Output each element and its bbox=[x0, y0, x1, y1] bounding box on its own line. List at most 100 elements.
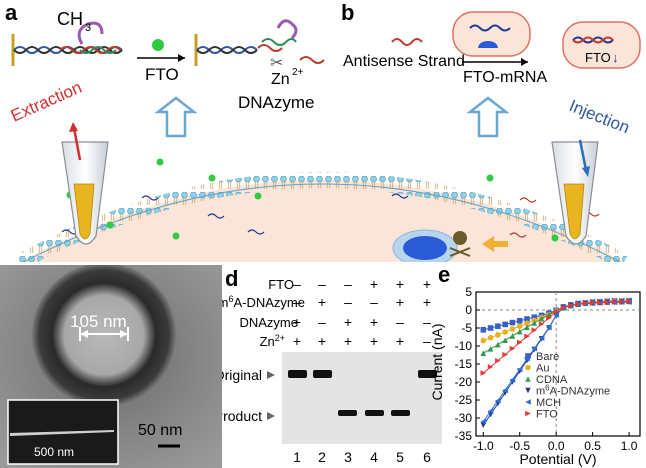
y-tick-label-6: -25 bbox=[455, 393, 473, 407]
band-lane-1-original bbox=[288, 370, 307, 378]
panel-label-e: e bbox=[438, 262, 451, 287]
band-lane-4-product bbox=[365, 410, 384, 416]
point-s2-4 bbox=[502, 329, 508, 335]
lane-number-5: 5 bbox=[396, 449, 404, 465]
scale-label: 50 nm bbox=[138, 422, 182, 439]
band-label-original: Original bbox=[222, 367, 262, 383]
point-s3-9 bbox=[538, 315, 545, 322]
gel-mark-r1-l6: + bbox=[423, 276, 431, 292]
methyl-subscript: 3 bbox=[85, 22, 91, 34]
gel-mark-r2-l1: – bbox=[293, 294, 301, 310]
gel-mark-r4-l3: + bbox=[344, 333, 352, 349]
up-arrow-icon-a bbox=[154, 96, 198, 138]
up-arrow-icon-b bbox=[466, 96, 510, 138]
x-tick-label-3: 0.5 bbox=[584, 439, 601, 453]
reaction-arrowhead-b bbox=[521, 58, 528, 66]
lane-number-6: 6 bbox=[423, 449, 431, 465]
point-s6-16 bbox=[589, 300, 596, 306]
series-fto bbox=[480, 298, 632, 376]
point-s3-6 bbox=[516, 328, 523, 335]
cell-fto-label: FTO bbox=[585, 50, 611, 65]
gel-mark-r4-l6: – bbox=[423, 333, 431, 349]
chart-series bbox=[480, 297, 632, 428]
legend-label-5: MCH bbox=[536, 397, 561, 409]
point-s6-17 bbox=[597, 299, 603, 306]
nanopore-ring bbox=[32, 265, 176, 407]
lane-number-2: 2 bbox=[318, 449, 326, 465]
fto-protein-icon bbox=[152, 39, 164, 51]
point-s1-7 bbox=[524, 316, 530, 322]
gel-mark-r2-l4: – bbox=[370, 294, 378, 310]
gel-mark-r4-l1: + bbox=[293, 333, 301, 349]
point-s4-1 bbox=[480, 422, 487, 428]
gel-mark-r3-l4: + bbox=[370, 314, 378, 330]
y-axis-label: Current (nA) bbox=[430, 323, 445, 400]
zinc-ion-charge: 2+ bbox=[292, 67, 304, 78]
point-s6-3 bbox=[495, 357, 501, 364]
point-s5-4 bbox=[502, 387, 508, 394]
point-s6-10 bbox=[546, 315, 552, 321]
point-s2-2 bbox=[487, 334, 494, 341]
point-s6-19 bbox=[611, 298, 618, 305]
point-s6-7 bbox=[524, 333, 530, 340]
point-s3-7 bbox=[524, 324, 530, 331]
point-s6-8 bbox=[531, 327, 538, 333]
point-s6-12 bbox=[560, 304, 567, 311]
point-s1-2 bbox=[487, 325, 494, 331]
point-s6-11 bbox=[553, 309, 559, 315]
pipette-extraction-icon bbox=[61, 141, 109, 245]
gel-mark-r2-l5: + bbox=[396, 294, 404, 310]
point-s1-4 bbox=[502, 321, 508, 328]
row-label-fto: FTO bbox=[268, 277, 294, 292]
dna-strand-right bbox=[194, 19, 325, 66]
point-s3-4 bbox=[502, 337, 508, 344]
legend-label-6: FTO bbox=[536, 409, 558, 421]
point-s6-6 bbox=[516, 339, 523, 346]
zinc-ion-label: Zn bbox=[271, 71, 290, 88]
legend-label-3: CDNA bbox=[536, 374, 568, 386]
y-tick-label-8: -35 bbox=[455, 429, 473, 443]
legend-marker-3 bbox=[525, 376, 531, 382]
gel-panel: FTO m6A-DNAzyme DNAzyme Zn2+ – – – + + + – + – – +… bbox=[222, 276, 442, 465]
gel-marks: –––+++–+––+++–++––+++++– bbox=[293, 276, 431, 349]
point-s1-5 bbox=[509, 319, 516, 326]
gel-mark-r1-l3: – bbox=[344, 276, 352, 292]
point-s6-21 bbox=[626, 298, 632, 305]
extraction-arrowhead bbox=[69, 122, 78, 132]
gel-mark-r4-l2: + bbox=[318, 333, 326, 349]
gel-mark-r2-l3: – bbox=[344, 294, 352, 310]
down-arrow-icon: ↓ bbox=[612, 50, 619, 65]
point-s3-2 bbox=[487, 346, 494, 352]
injection-label: Injection bbox=[567, 96, 633, 137]
point-s3-1 bbox=[480, 350, 487, 356]
legend-label-1: Bare bbox=[536, 351, 559, 363]
row-label-dnazyme: DNAzyme bbox=[239, 315, 298, 330]
band-lane-3-product bbox=[338, 410, 357, 416]
cell-membrane bbox=[16, 172, 628, 262]
gel-mark-r3-l5: – bbox=[396, 314, 404, 330]
legend-marker-4 bbox=[525, 387, 531, 394]
point-s2-7 bbox=[524, 320, 530, 327]
point-s6-15 bbox=[582, 300, 589, 306]
legend-marker-6 bbox=[525, 410, 531, 417]
gel-condition-table: FTO m6A-DNAzyme DNAzyme Zn2+ bbox=[222, 277, 305, 349]
point-s5-8 bbox=[531, 345, 538, 352]
legend-label-2: Au bbox=[536, 363, 549, 375]
band-label-product: Product bbox=[222, 408, 262, 424]
original-marker-icon bbox=[267, 371, 275, 379]
gel-mark-r1-l5: + bbox=[396, 276, 404, 292]
point-s5-10 bbox=[546, 324, 552, 331]
legend-marker-2 bbox=[525, 364, 531, 371]
gel-mark-r1-l4: + bbox=[370, 276, 378, 292]
point-s1-1 bbox=[480, 327, 487, 333]
x-tick-label-1: -0.5 bbox=[509, 439, 530, 453]
pore-size-label: 105 nm bbox=[70, 312, 127, 331]
point-s5-5 bbox=[509, 377, 516, 383]
point-s1-8 bbox=[531, 314, 538, 320]
point-s6-2 bbox=[487, 364, 494, 370]
y-tick-label-4: -15 bbox=[455, 357, 473, 371]
injection-arrowhead bbox=[582, 166, 590, 177]
